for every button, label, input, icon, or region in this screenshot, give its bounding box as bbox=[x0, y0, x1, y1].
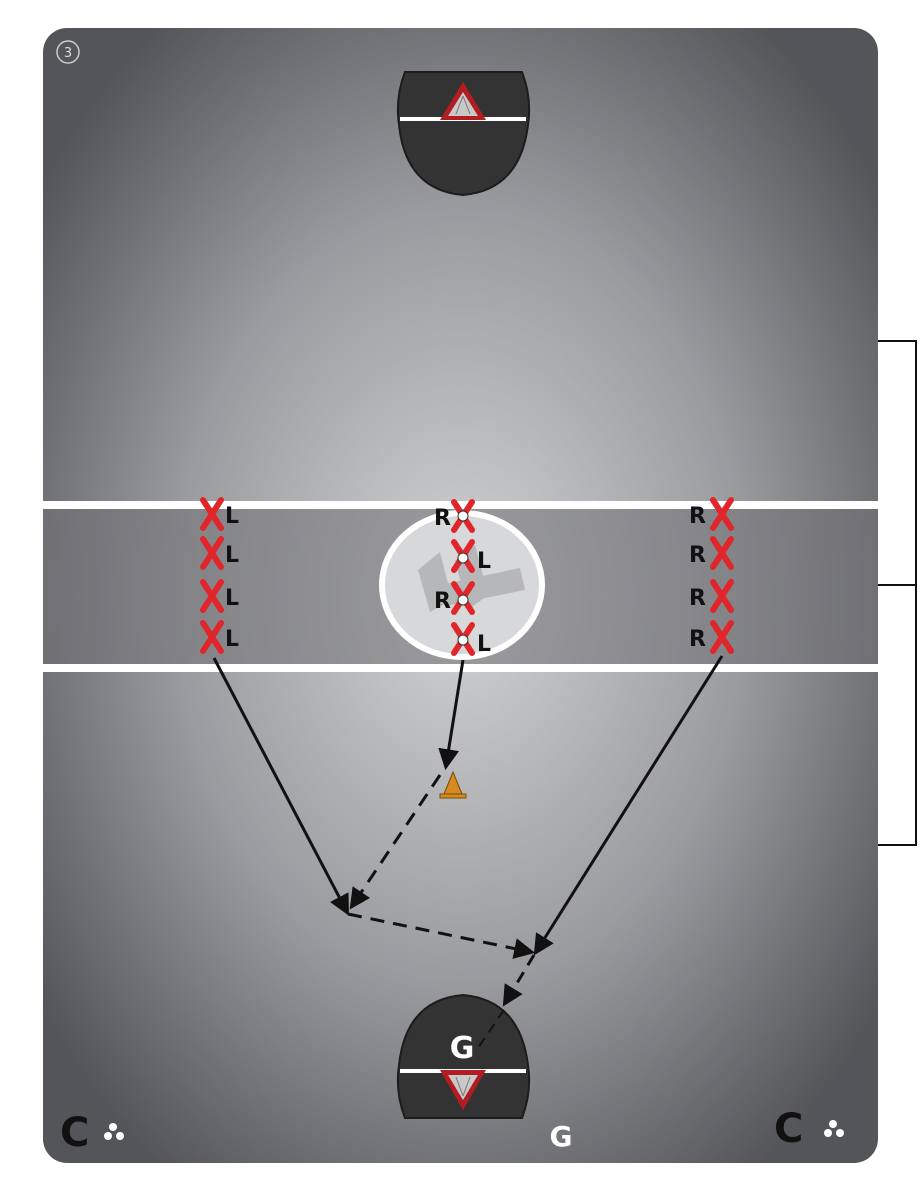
left-player-2-label: L bbox=[225, 543, 239, 568]
left-player-4-label: L bbox=[225, 627, 239, 652]
brand-logo-letter-right: C bbox=[774, 1106, 803, 1152]
run-arrow-center bbox=[438, 659, 465, 771]
left-column: L L L L bbox=[203, 500, 239, 652]
center-player-4-label: L bbox=[477, 632, 491, 657]
ball-icon bbox=[457, 510, 469, 522]
center-player-2-label: L bbox=[477, 549, 491, 574]
left-player-3-label: L bbox=[225, 586, 239, 611]
ball-icon bbox=[457, 634, 469, 646]
side-bracket bbox=[878, 340, 917, 846]
right-player-1-label: R bbox=[689, 504, 706, 529]
brand-logo-icon: C bbox=[774, 1106, 844, 1152]
right-column: R R R R bbox=[689, 500, 731, 652]
bottom-goal-crease bbox=[396, 993, 531, 1119]
pass-arrow-4 bbox=[477, 1009, 505, 1049]
center-column: R L R L bbox=[434, 502, 491, 657]
bottom-label: G bbox=[550, 1120, 573, 1153]
right-player-3-label: R bbox=[689, 586, 706, 611]
pass-arrow-3 bbox=[502, 954, 536, 1007]
run-arrow-right bbox=[533, 655, 724, 956]
center-player-3-label: R bbox=[434, 589, 451, 614]
pass-arrow-1 bbox=[349, 774, 442, 910]
step-badge bbox=[56, 40, 80, 64]
center-player-1-label: R bbox=[434, 506, 451, 531]
step-badge-number: 3 bbox=[64, 46, 72, 61]
left-player-1-label: L bbox=[225, 504, 239, 529]
goalie-label: G bbox=[450, 1031, 475, 1066]
ball-icon bbox=[457, 552, 469, 564]
goal-icon bbox=[440, 82, 486, 120]
right-player-4-label: R bbox=[689, 627, 706, 652]
goal-icon bbox=[440, 1070, 486, 1110]
ball-icon bbox=[457, 594, 469, 606]
run-arrow-left bbox=[212, 657, 349, 916]
top-goal-crease bbox=[396, 71, 531, 197]
brand-logo-letter-left: C bbox=[60, 1110, 89, 1156]
right-player-2-label: R bbox=[689, 543, 706, 568]
cone-icon bbox=[439, 770, 467, 799]
brand-logo-icon: C bbox=[60, 1110, 124, 1156]
pass-arrow-2 bbox=[347, 912, 536, 959]
